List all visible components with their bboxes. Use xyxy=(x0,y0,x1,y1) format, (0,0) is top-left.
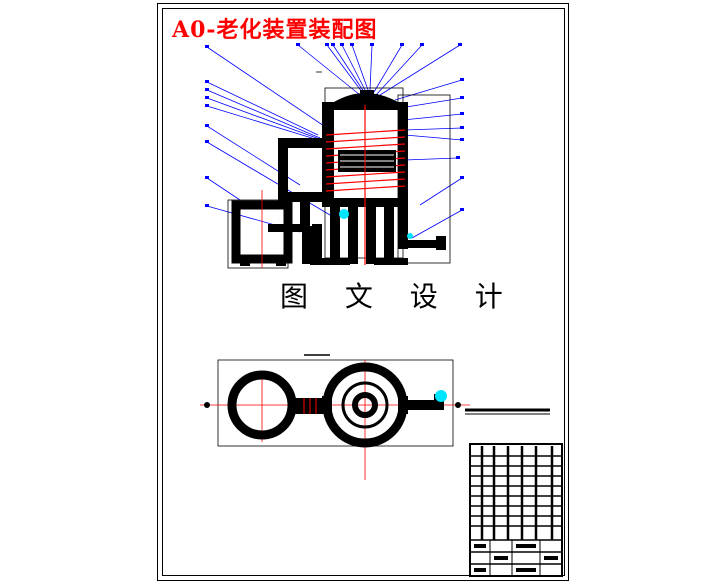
top-view xyxy=(200,354,550,480)
valve-icon xyxy=(435,390,447,402)
base-legs xyxy=(240,258,408,266)
valve-icon xyxy=(339,209,413,239)
leader-lines-top xyxy=(297,44,461,96)
connector-flange xyxy=(303,398,317,414)
front-view xyxy=(205,43,464,269)
vessel-top xyxy=(334,90,398,110)
end-marks xyxy=(204,402,461,408)
vessel-middle-ring xyxy=(341,381,389,429)
drawing-subtitle: 图 文 设 计 xyxy=(280,280,517,313)
vessel-lugs xyxy=(322,396,408,414)
top-view-outline xyxy=(217,359,454,447)
drawing-frame xyxy=(162,8,565,576)
left-pipe-loop xyxy=(278,138,326,230)
drawing-sheet-border xyxy=(157,3,569,581)
balloon-callouts xyxy=(205,43,464,211)
leader-lines-right xyxy=(394,79,463,239)
reservoir-pipes xyxy=(268,204,446,264)
title-block xyxy=(469,443,563,577)
vessel-inner-ring xyxy=(352,392,378,418)
outlet-pipe xyxy=(404,394,444,410)
drawing-title: A0-老化装置装配图 xyxy=(172,17,378,43)
inner-tank-lines xyxy=(340,154,394,168)
